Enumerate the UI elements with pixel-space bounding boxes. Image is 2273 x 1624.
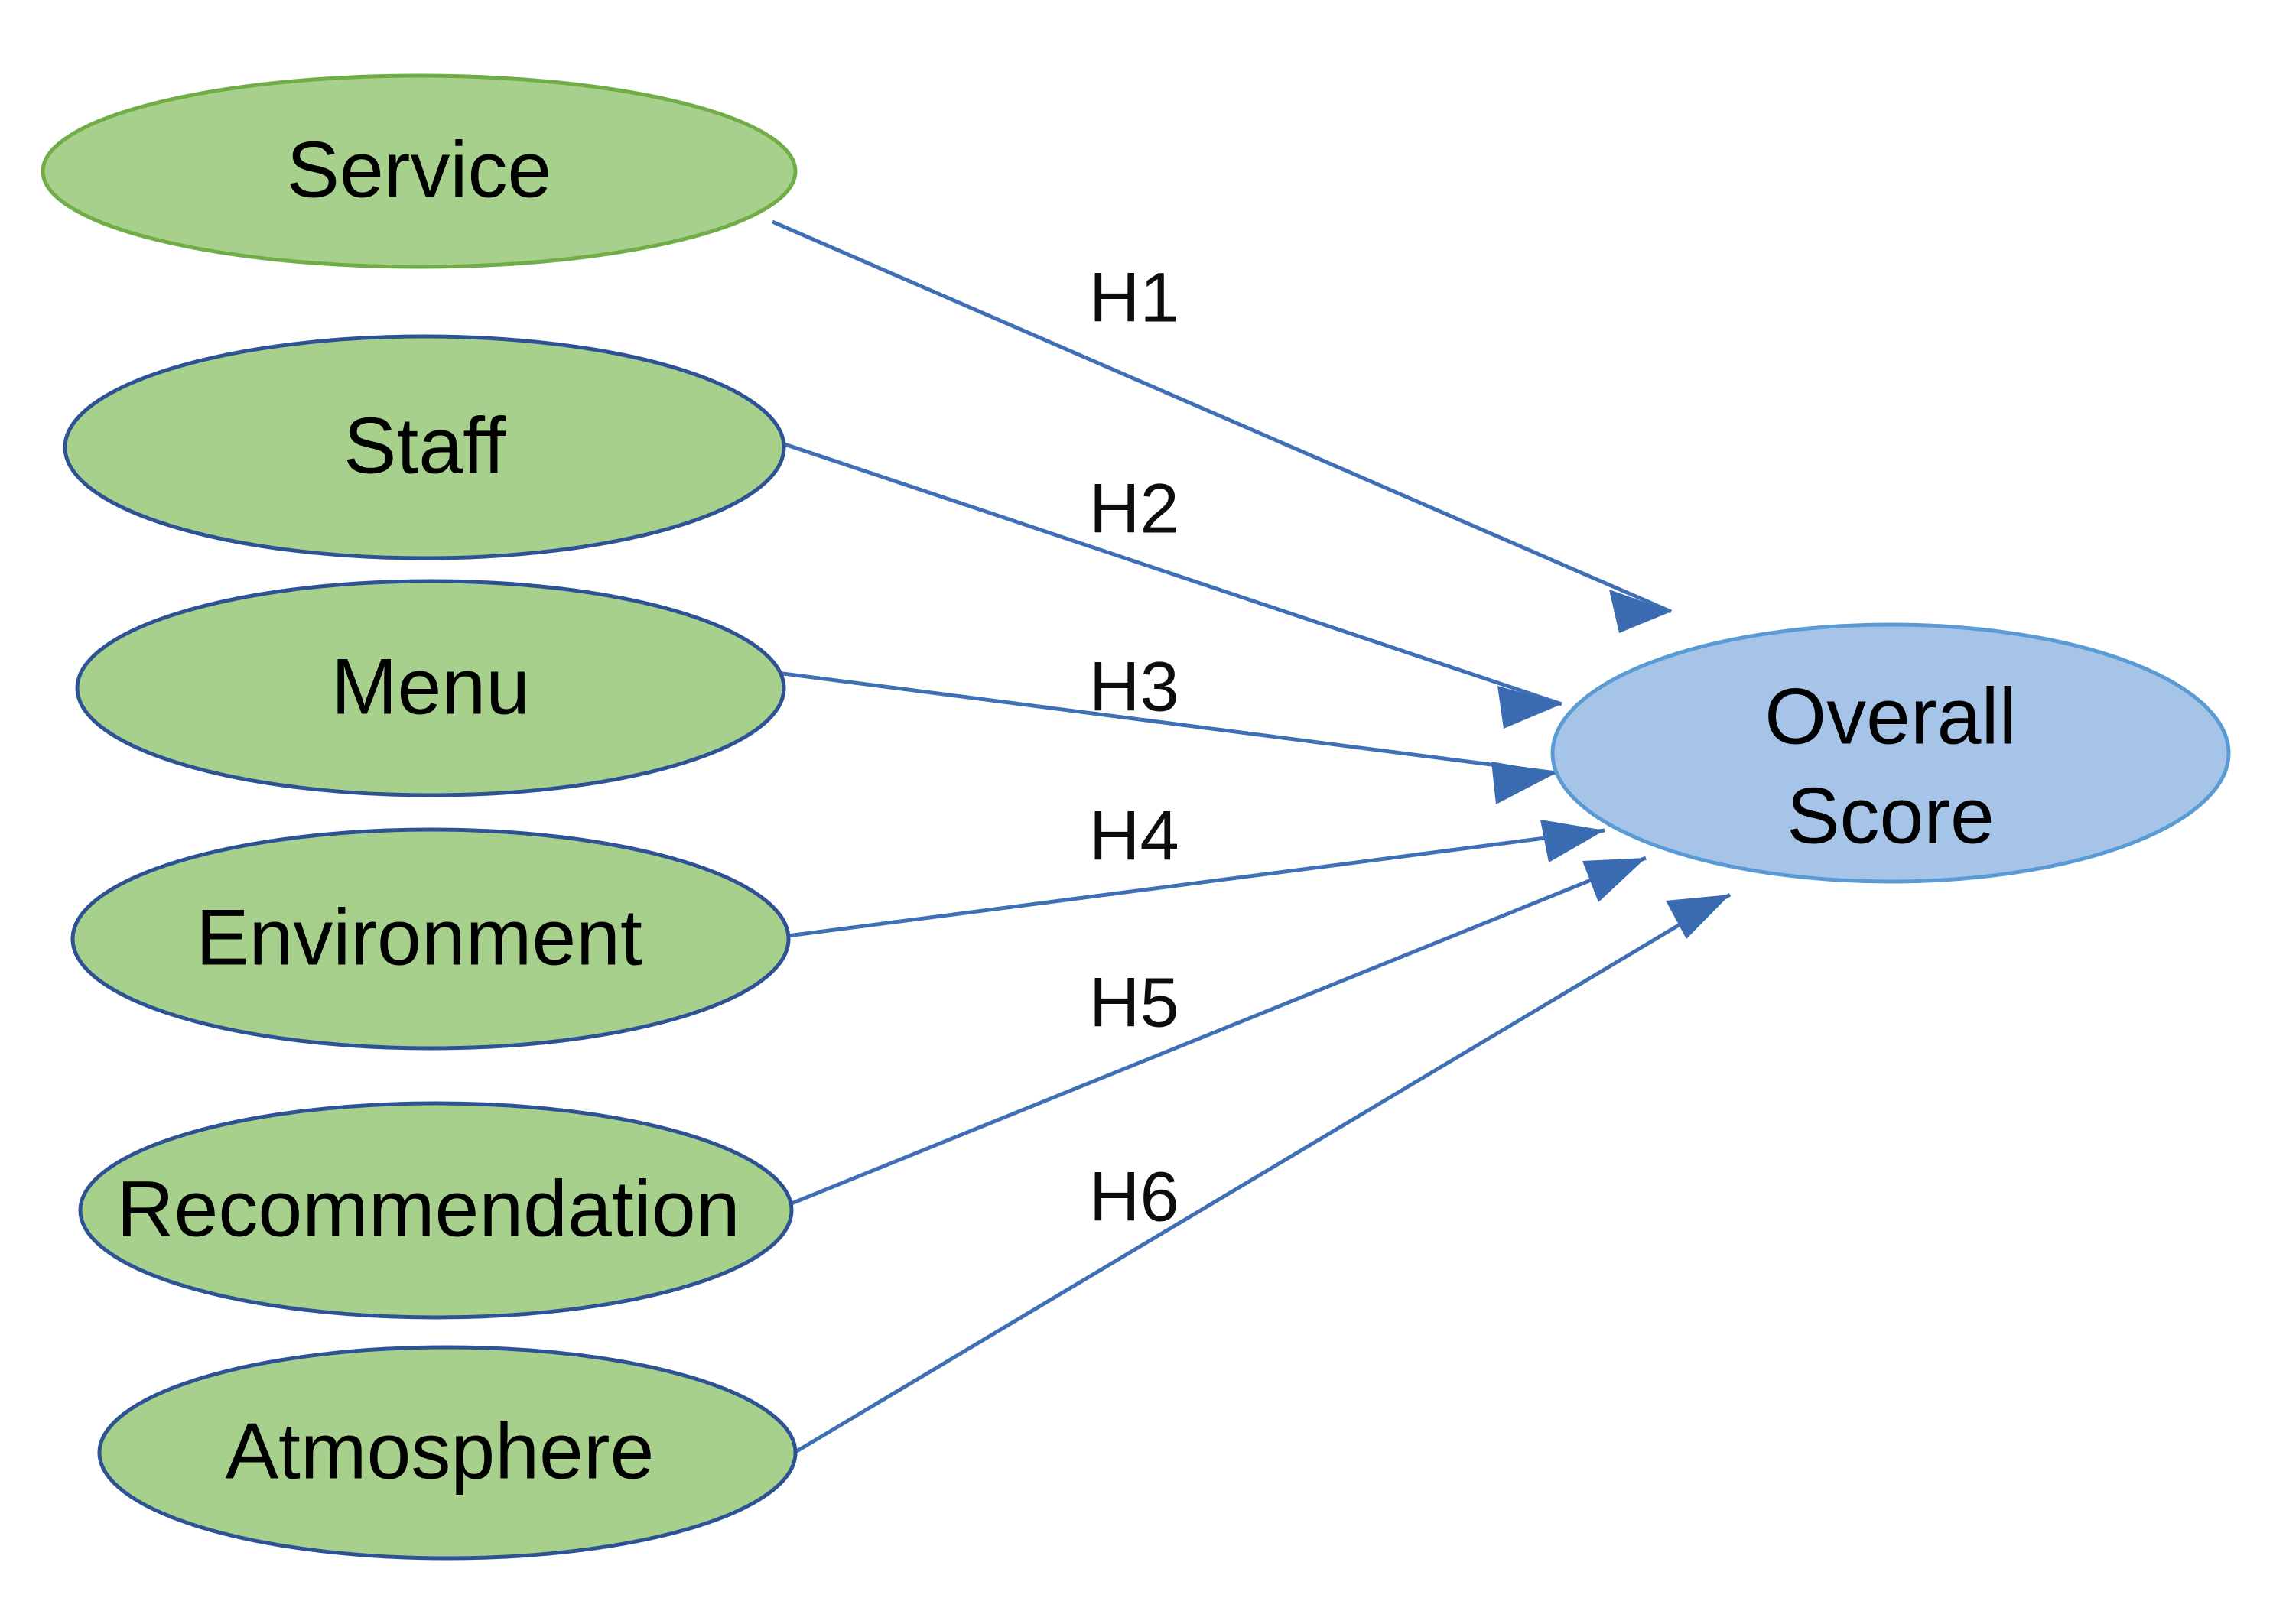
edge-h4-arrowhead [1540, 820, 1605, 862]
source-node-group: Service Staff Menu Environment Recommend… [41, 73, 798, 1561]
hypothesis-label-h4: H4 [1089, 797, 1179, 875]
node-staff-label: Staff [343, 401, 506, 490]
node-menu[interactable]: Menu [75, 579, 786, 797]
edge-h6[interactable] [786, 892, 1732, 1459]
edge-h4-line [781, 828, 1605, 939]
edge-h1-line [772, 219, 1672, 614]
node-atmosphere[interactable]: Atmosphere [97, 1345, 798, 1561]
edge-h6-arrowhead [1666, 895, 1730, 939]
node-environment-shape [70, 827, 791, 1051]
hypothesis-label-h5: H5 [1089, 963, 1179, 1041]
hypothesis-label-h3: H3 [1089, 648, 1179, 726]
edge-h5[interactable] [783, 856, 1647, 1209]
node-recommendation[interactable]: Recommendation [78, 1101, 794, 1320]
edge-h1-arrowhead [1609, 590, 1671, 633]
edge-h5-line [783, 856, 1647, 1209]
edge-h4[interactable] [781, 820, 1605, 939]
edge-h5-arrowhead [1582, 858, 1646, 902]
node-environment-label: Environment [196, 893, 642, 982]
node-overall-score-label-line1: Overall [1764, 672, 2016, 761]
node-overall-score-shape [1550, 622, 2231, 884]
node-menu-label: Menu [331, 642, 530, 731]
node-atmosphere-label: Atmosphere [226, 1407, 655, 1496]
edge-h3-line [776, 671, 1557, 775]
edge-group [770, 219, 1732, 1459]
node-recommendation-label: Recommendation [116, 1164, 740, 1253]
node-environment[interactable]: Environment [70, 827, 791, 1051]
edge-h6-line [786, 892, 1732, 1459]
node-recommendation-shape [78, 1101, 794, 1320]
node-service[interactable]: Service [41, 73, 798, 269]
node-staff-shape [63, 334, 786, 560]
edge-h2-line [770, 437, 1562, 706]
edge-h2-arrowhead [1497, 686, 1562, 729]
hypothesis-label-h2: H2 [1089, 469, 1179, 547]
edge-h2[interactable] [770, 437, 1562, 729]
node-overall-score[interactable]: Overall Score [1550, 622, 2231, 884]
hypothesis-label-h1: H1 [1089, 258, 1179, 336]
edge-h3-arrowhead [1491, 762, 1556, 804]
edge-h1[interactable] [772, 219, 1672, 633]
hypothesis-label-group: H1 H2 H3 H4 H5 H6 [1089, 258, 1179, 1236]
hypothesis-label-h6: H6 [1089, 1158, 1179, 1236]
edge-h3[interactable] [776, 671, 1557, 804]
node-service-label: Service [287, 125, 552, 214]
node-atmosphere-shape [97, 1345, 798, 1561]
node-staff[interactable]: Staff [63, 334, 786, 560]
node-menu-shape [75, 579, 786, 797]
node-service-shape [41, 73, 798, 269]
node-overall-score-label-line2: Score [1787, 771, 1995, 860]
